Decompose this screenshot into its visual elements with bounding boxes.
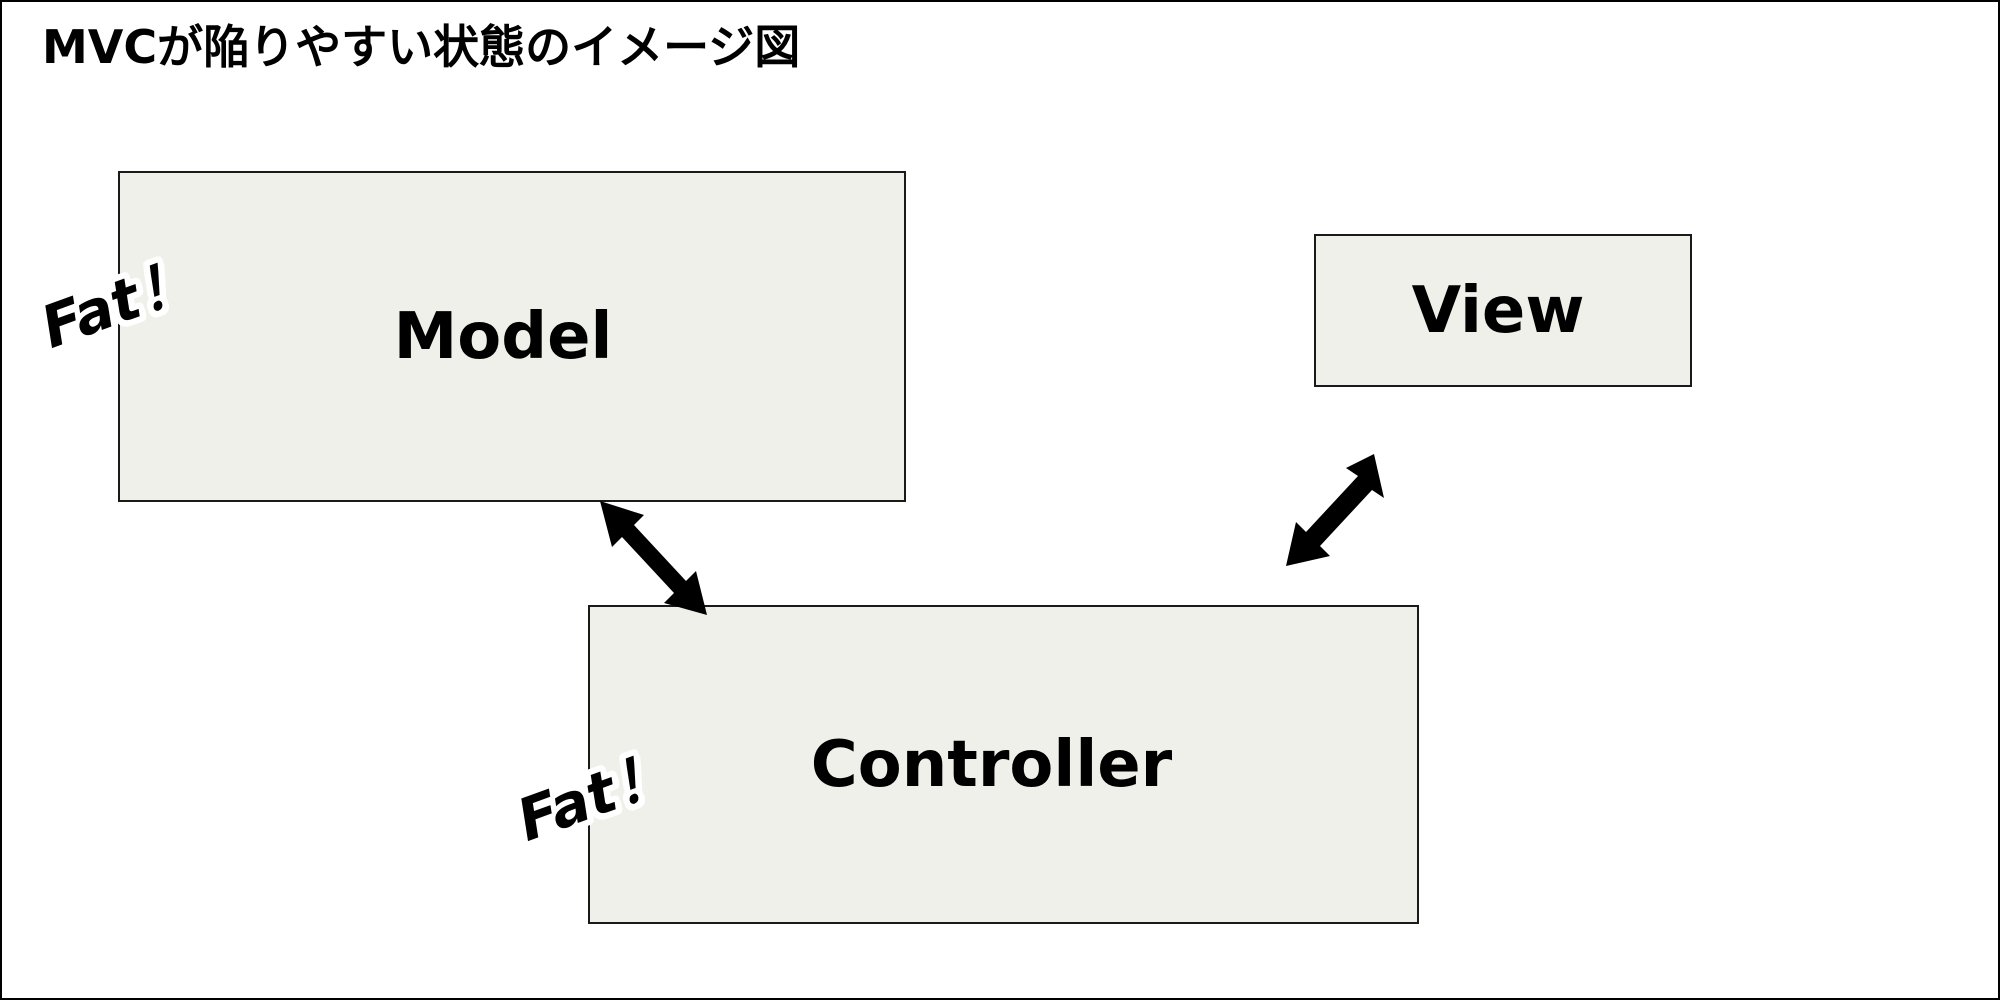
node-model[interactable]: Model	[118, 171, 906, 502]
connector-controller-view-arrow	[1286, 454, 1384, 566]
node-view[interactable]: View	[1314, 234, 1692, 387]
node-controller[interactable]: Controller	[588, 605, 1419, 924]
node-controller-label: Controller	[810, 727, 1173, 802]
node-view-label: View	[1411, 273, 1585, 348]
connector-model-controller-arrow	[600, 501, 707, 615]
page-title: MVCが陥りやすい状態のイメージ図	[42, 20, 801, 74]
node-model-label: Model	[393, 299, 613, 374]
